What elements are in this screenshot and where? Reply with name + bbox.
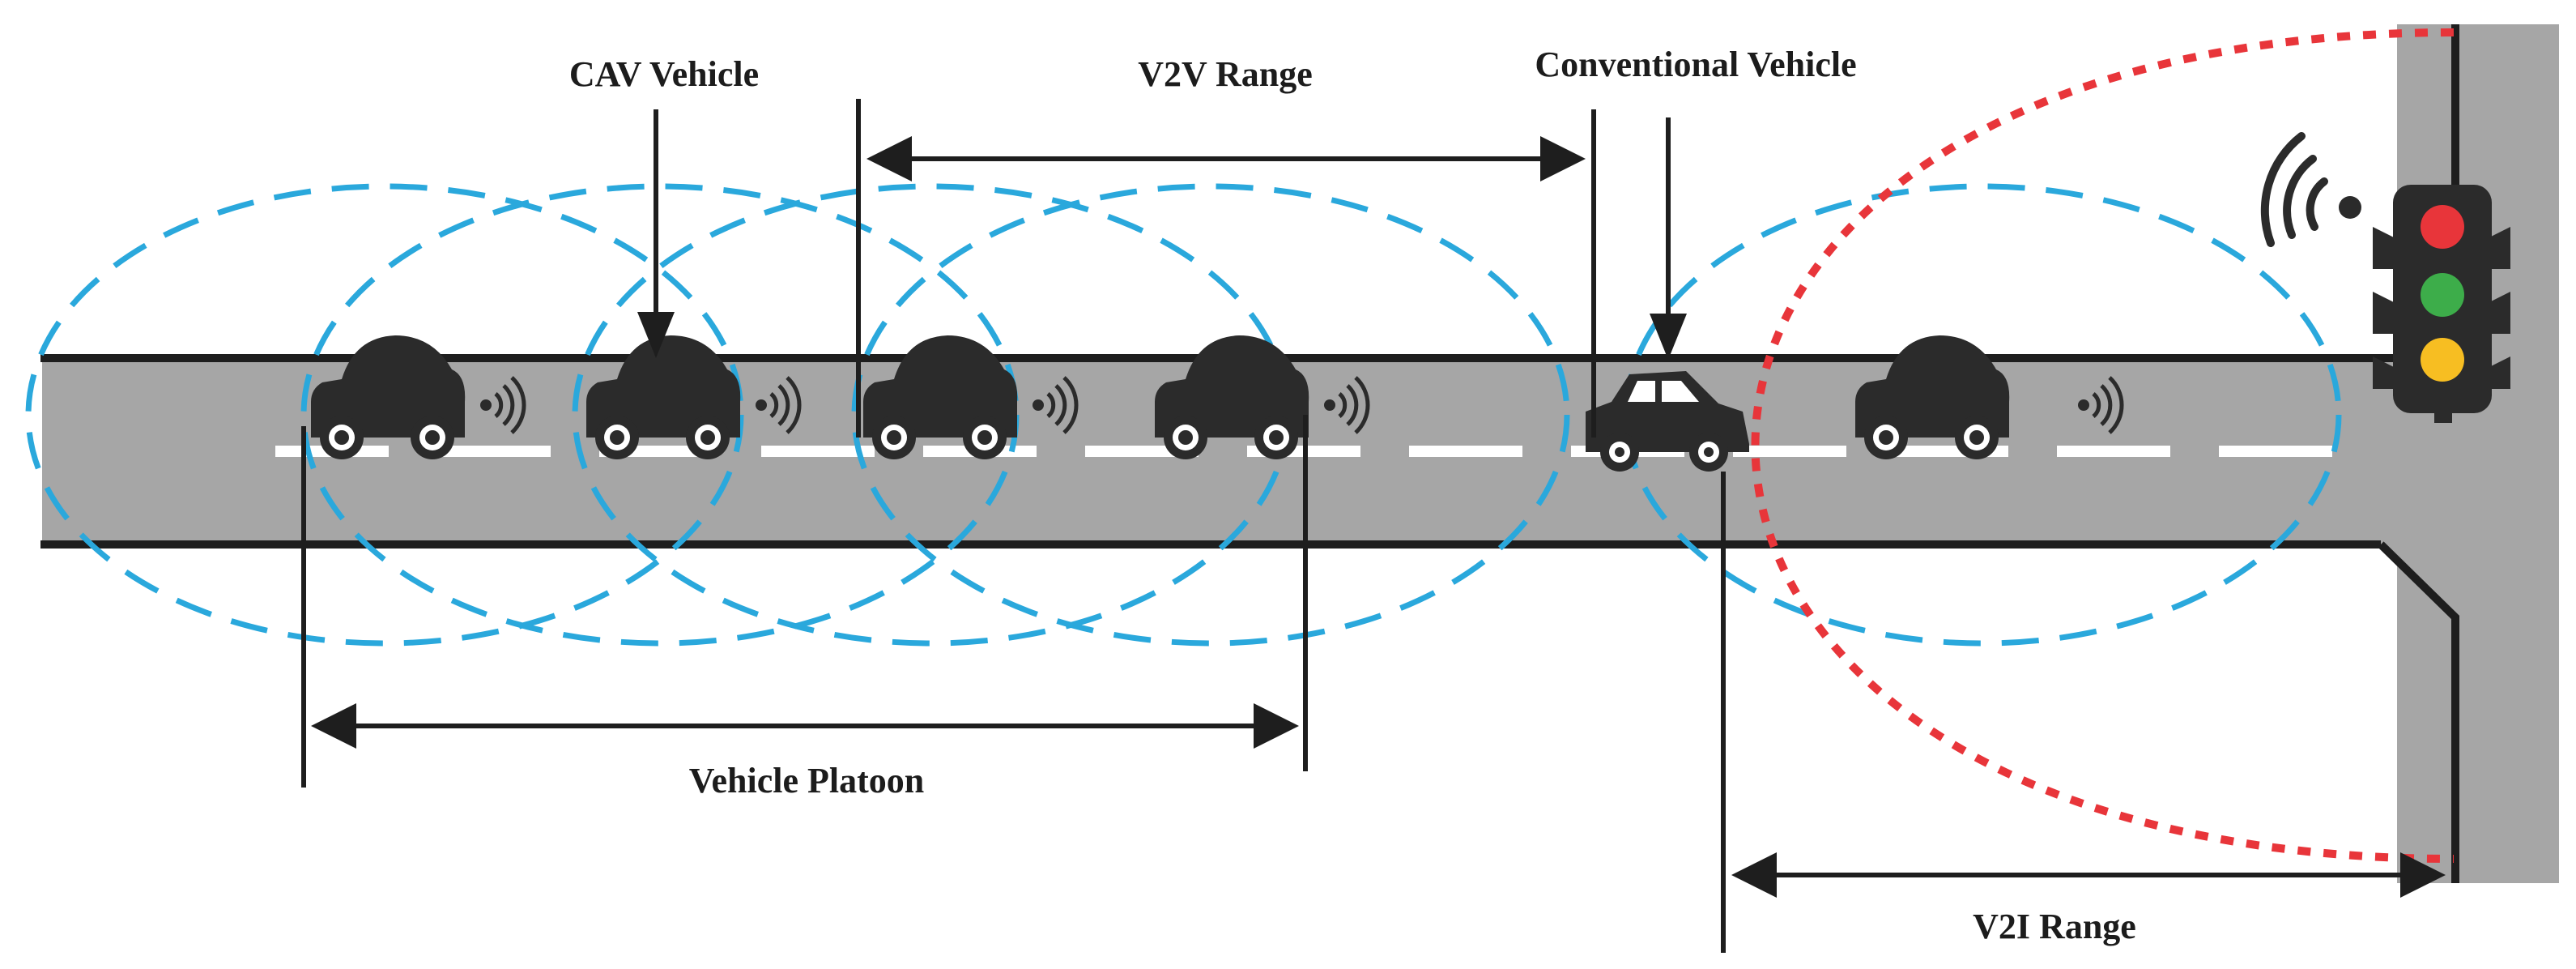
arrowheads bbox=[311, 136, 2446, 898]
infrastructure-wifi-icon bbox=[2260, 132, 2361, 247]
label-v2i-range: V2I Range bbox=[1973, 907, 2136, 946]
v2v-range-1 bbox=[25, 183, 744, 647]
green-light bbox=[2421, 273, 2464, 317]
v2v-range-4 bbox=[851, 183, 1570, 647]
label-cav-vehicle: CAV Vehicle bbox=[569, 54, 759, 94]
traffic-light bbox=[2373, 185, 2510, 423]
label-v2v-range: V2V Range bbox=[1138, 54, 1313, 94]
annotation-lines bbox=[301, 99, 2438, 953]
v2v-range-5 bbox=[1623, 183, 2342, 647]
v2i-range-arc bbox=[1751, 28, 2455, 863]
label-conventional-vehicle: Conventional Vehicle bbox=[1535, 45, 1856, 84]
red-light bbox=[2421, 205, 2464, 249]
label-vehicle-platoon: Vehicle Platoon bbox=[689, 761, 924, 800]
yellow-light bbox=[2421, 338, 2464, 382]
vehicle-conventional bbox=[1586, 371, 1749, 472]
